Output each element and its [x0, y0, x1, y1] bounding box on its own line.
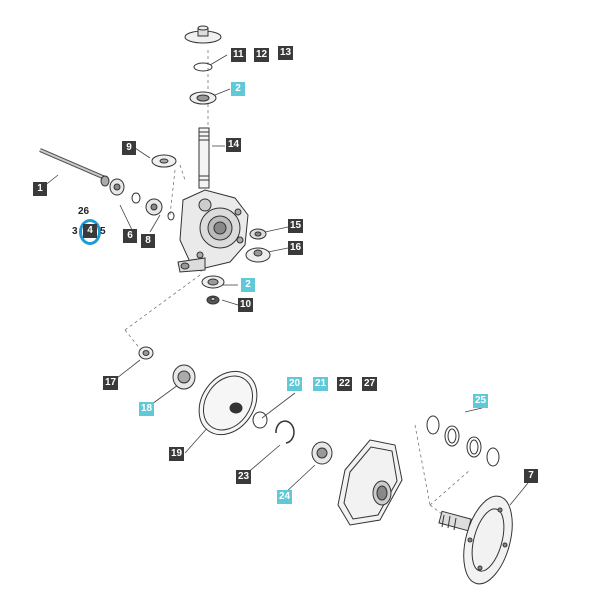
part-bearing-24-drawing: [311, 441, 333, 465]
part-bearing-18-drawing: [172, 364, 196, 390]
part-input-shaft-drawing: [39, 148, 110, 187]
callout-23[interactable]: 23: [236, 470, 252, 484]
callout-3[interactable]: 3: [72, 226, 78, 237]
callout-27[interactable]: 27: [362, 377, 378, 391]
callout-8[interactable]: 8: [141, 234, 155, 248]
callout-4[interactable]: 4: [83, 224, 97, 238]
callout-16[interactable]: 16: [288, 241, 304, 255]
callout-19[interactable]: 19: [169, 447, 185, 461]
callout-2-lower[interactable]: 2: [241, 278, 255, 292]
callout-22[interactable]: 22: [337, 377, 353, 391]
callout-5[interactable]: 5: [100, 226, 106, 237]
part-nut-10-drawing: [206, 295, 220, 305]
part-vertical-shaft-drawing: [198, 127, 210, 189]
part-rings-25-drawing: [426, 415, 500, 467]
callout-10[interactable]: 10: [238, 298, 254, 312]
callout-24[interactable]: 24: [277, 490, 293, 504]
callout-7[interactable]: 7: [524, 469, 538, 483]
part-lower-bearing-drawing: [201, 275, 225, 289]
callout-21[interactable]: 21: [313, 377, 329, 391]
callout-12[interactable]: 12: [254, 48, 270, 62]
callout-2-upper[interactable]: 2: [231, 82, 245, 96]
callout-20[interactable]: 20: [287, 377, 303, 391]
callout-25[interactable]: 25: [473, 394, 489, 408]
callout-17[interactable]: 17: [103, 376, 119, 390]
part-output-flange-shaft-drawing: [438, 495, 513, 585]
part-snap-ring-23-drawing: [275, 420, 295, 444]
part-seal-15-drawing: [249, 228, 267, 240]
callout-6[interactable]: 6: [123, 229, 137, 243]
part-cover-16-drawing: [245, 247, 271, 263]
callout-11[interactable]: 11: [231, 48, 246, 62]
part-bearing-6-drawing: [145, 198, 163, 216]
part-ring-8-drawing: [167, 211, 175, 221]
part-small-bearing-drawing: [109, 178, 125, 196]
part-cone-washer-drawing: [151, 154, 177, 168]
callout-14[interactable]: 14: [226, 138, 242, 152]
part-small-ring-drawing: [131, 192, 141, 204]
callout-1[interactable]: 1: [33, 182, 47, 196]
callout-13[interactable]: 13: [278, 46, 294, 60]
part-o-ring-drawing: [193, 62, 213, 72]
part-blade-disc-drawing: [198, 370, 258, 436]
part-upper-bearing-drawing: [189, 91, 217, 105]
callout-15[interactable]: 15: [288, 219, 304, 233]
callout-26[interactable]: 26: [78, 206, 90, 217]
part-gear-housing-drawing: [177, 189, 249, 273]
callout-18[interactable]: 18: [139, 402, 155, 416]
part-ring-20-drawing: [252, 411, 268, 429]
part-top-cap-drawing: [184, 25, 222, 44]
callout-9[interactable]: 9: [122, 141, 136, 155]
label-leader-lines: [42, 54, 529, 506]
part-nut-17-drawing: [138, 346, 154, 360]
part-flange-plate-drawing: [337, 439, 403, 526]
